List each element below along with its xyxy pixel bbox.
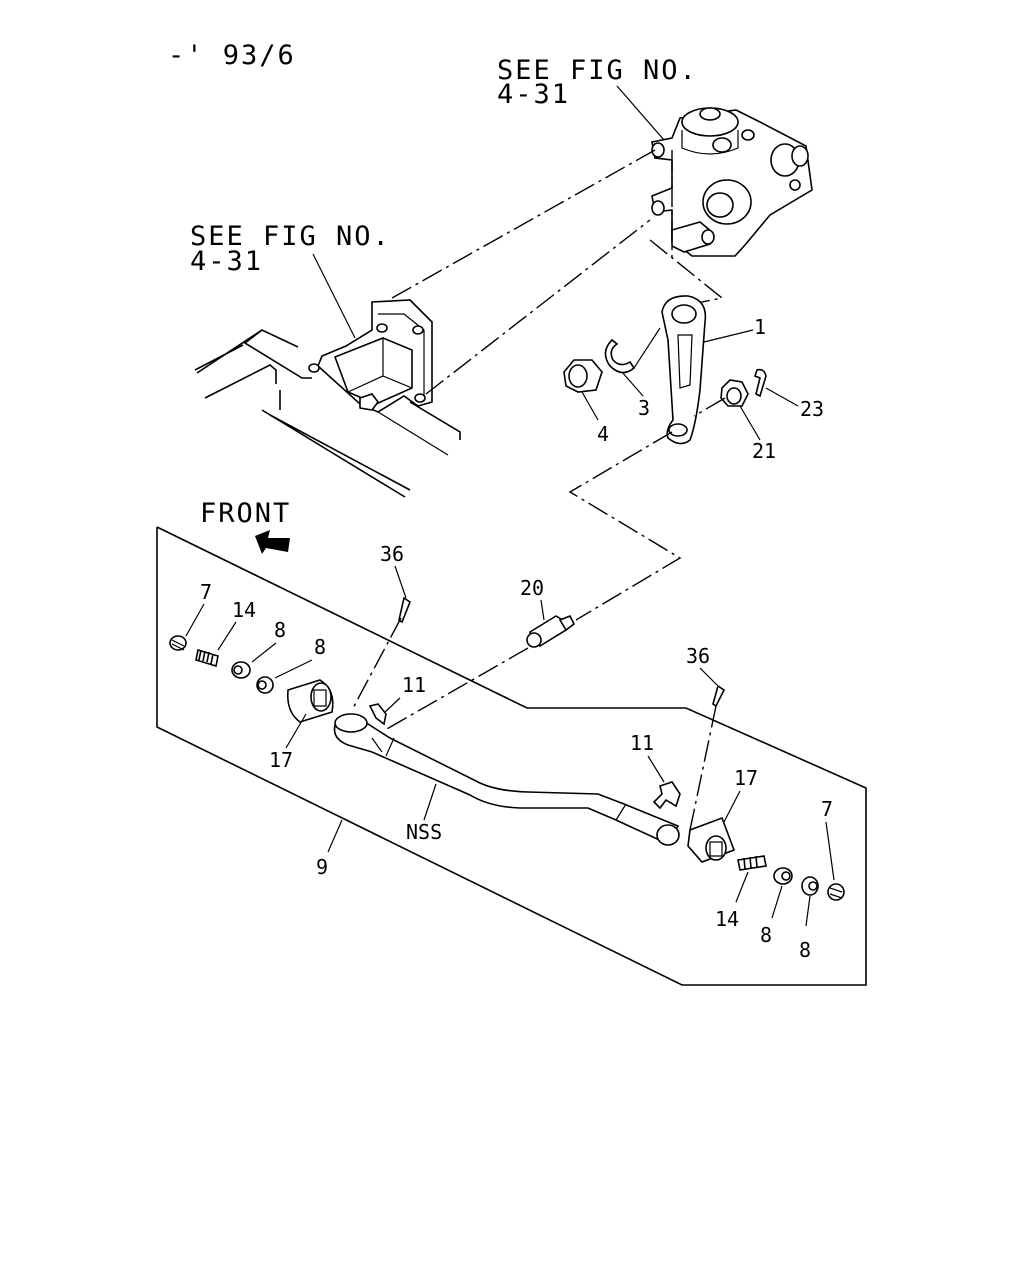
label-part-17-left: 17 (269, 748, 293, 772)
date-code: -' 93/6 (168, 40, 296, 71)
see-fig-left-leader (312, 253, 356, 339)
plug-7-left (169, 635, 187, 651)
label-part-11-left: 11 (402, 673, 426, 697)
label-part-11-right: 11 (630, 731, 654, 755)
grease-nipple-11-left (368, 703, 387, 726)
label-part-36-left: 36 (380, 542, 404, 566)
assembly-box (156, 526, 867, 986)
label-part-20: 20 (520, 576, 544, 600)
cotter-pin (754, 368, 767, 398)
label-part-36-right: 36 (686, 644, 710, 668)
label-part-8-right-a: 8 (760, 923, 772, 947)
frame-bracket (308, 299, 433, 413)
grease-nipple-11-right (652, 781, 681, 810)
see-fig-top-line1: SEE FIG NO. (497, 55, 698, 86)
connection-line-arm (568, 431, 682, 621)
pitman-nut (563, 359, 603, 393)
label-part-9: 9 (316, 855, 328, 879)
lock-washer (604, 338, 636, 374)
label-part-21: 21 (752, 439, 776, 463)
plug-7-right (827, 883, 845, 901)
arrow-left-icon (255, 530, 290, 554)
see-fig-left-line1: SEE FIG NO. (190, 221, 391, 252)
label-nss: NSS (406, 820, 442, 844)
spring-14-right (737, 855, 767, 871)
sleeve-17-right (687, 816, 736, 863)
pitman-arm (661, 295, 707, 445)
label-part-3: 3 (638, 396, 650, 420)
label-part-7-left: 7 (200, 580, 212, 604)
dust-cover-left (398, 596, 411, 624)
spring-14-left (195, 648, 219, 668)
frame-rails (194, 329, 461, 498)
front-label: FRONT (200, 498, 291, 529)
label-part-14-right: 14 (715, 907, 739, 931)
label-part-4: 4 (597, 422, 609, 446)
seat-8-right-b (801, 876, 819, 896)
seat-8-left-b (256, 676, 274, 694)
seat-8-right-a (773, 867, 793, 885)
label-part-8-left-b: 8 (314, 635, 326, 659)
sleeve-17-left (286, 679, 334, 723)
connection-lines-top (391, 149, 724, 395)
ball-stud (526, 614, 576, 648)
label-part-23: 23 (800, 397, 824, 421)
steering-gear-box (651, 107, 813, 257)
label-part-8-left-a: 8 (274, 618, 286, 642)
label-part-14-left: 14 (232, 598, 256, 622)
label-part-8-right-b: 8 (799, 938, 811, 962)
see-fig-left-line2: 4-31 (190, 246, 263, 277)
see-fig-top-line2: 4-31 (497, 79, 570, 110)
drag-link-tube (333, 713, 680, 846)
castle-nut (720, 379, 749, 407)
label-part-7-right: 7 (821, 797, 833, 821)
label-part-17-right: 17 (734, 766, 758, 790)
see-fig-top-leader (616, 85, 665, 141)
seat-8-left-a (231, 661, 251, 679)
label-part-1: 1 (754, 315, 766, 339)
dust-cover-right (712, 684, 726, 708)
